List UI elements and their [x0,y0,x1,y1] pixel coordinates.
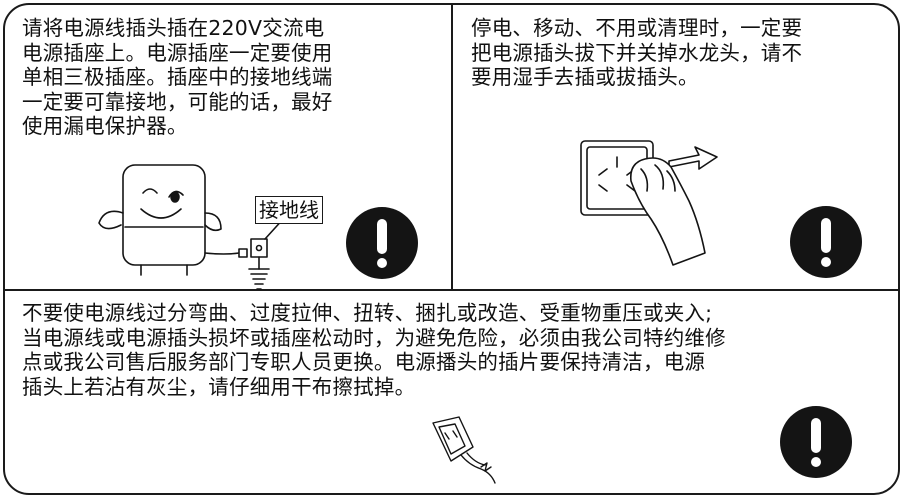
warning-panel: 请将电源线插头插在220V交流电 电源插座上。电源插座一定要使用 单相三极插座。… [3,3,900,495]
exclamation-circle-icon [780,406,852,478]
water-heater-mascot-icon [98,164,286,290]
ground-wire-label: 接地线 [255,196,323,224]
exclamation-circle-icon [790,206,862,278]
horizontal-divider [5,289,898,291]
top-left-text: 请将电源线插头插在220V交流电 电源插座上。电源插座一定要使用 单相三极插座。… [22,16,333,138]
wall-socket-icon [580,140,718,216]
hand-unplugging-icon [629,157,706,266]
vertical-divider [451,5,453,291]
exclamation-circle-icon [346,207,418,279]
section-top-right: 停电、移动、不用或清理时，一定要 把电源插头拔下并关掉水龙头，请不 要用湿手去插… [453,5,898,289]
damaged-plug-icon [432,416,496,484]
top-right-text: 停电、移动、不用或清理时，一定要 把电源插头拔下并关掉水龙头，请不 要用湿手去插… [471,16,803,89]
section-bottom: 不要使电源线过分弯曲、过度拉伸、扭转、捆扎或改造、受重物重压或夹入; 当电源线或… [5,291,898,493]
section-top-left: 请将电源线插头插在220V交流电 电源插座上。电源插座一定要使用 单相三极插座。… [5,5,451,290]
bottom-text: 不要使电源线过分弯曲、过度拉伸、扭转、捆扎或改造、受重物重压或夹入; 当电源线或… [22,301,726,399]
